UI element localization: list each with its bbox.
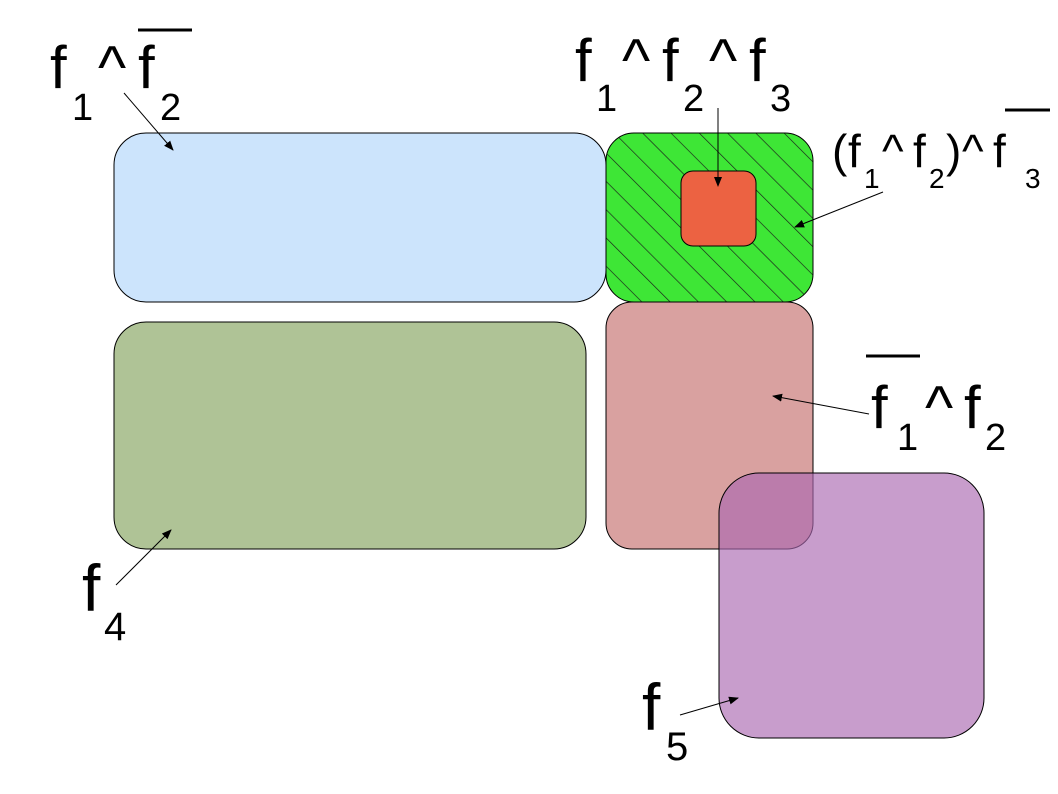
label-base: f [642,670,661,744]
label-paren-close: ) [946,125,961,177]
label-base: f [964,374,981,441]
label-subscript: 3 [1025,163,1041,194]
label-base: f [138,34,155,101]
label-not-f1-and-f2: f 1 ^ f 2 [866,354,1006,459]
label-f1f2-and-not-f3: ( f 1 ^ f 2 ) ^ f 3 [832,108,1050,194]
label-operator: ^ [98,34,126,101]
label-operator: ^ [622,27,650,94]
arrow-f4 [115,529,172,586]
arrow-f1-not-f2 [123,92,174,151]
label-f1-and-f2-and-f3: f 1 ^ f 2 ^ f 3 [575,27,791,120]
label-base: f [993,125,1006,177]
label-subscript: 2 [683,78,704,120]
label-subscript: 1 [864,163,880,194]
label-paren-open: ( [832,125,848,177]
label-subscript: 4 [104,605,126,649]
label-base: f [82,551,101,625]
label-subscript: 2 [929,163,945,194]
label-f1-and-not-f2: f 1 ^ f 2 [50,28,192,129]
label-operator: ^ [882,125,904,177]
arrow-f5 [679,696,739,716]
label-f5: f 5 [642,670,688,769]
label-subscript: 2 [985,417,1006,459]
region-f1-and-not-f2 [113,132,607,303]
label-base: f [749,27,766,94]
label-base: f [575,27,592,94]
label-base: f [848,125,861,177]
region-f5 [718,472,985,739]
label-subscript: 1 [897,417,918,459]
arrow-not-f1-f2 [772,393,870,415]
label-subscript: 1 [72,87,93,129]
label-f4: f 4 [82,551,126,649]
label-operator: ^ [925,374,953,441]
label-base: f [662,27,679,94]
label-base: f [871,374,888,441]
label-subscript: 1 [596,78,617,120]
region-f4 [113,321,587,550]
label-subscript: 3 [770,78,791,120]
arrow-f1f2-not-f3 [794,191,884,228]
label-base: f [50,34,67,101]
label-subscript: 2 [160,87,181,129]
label-operator: ^ [962,125,984,177]
label-operator: ^ [709,27,737,94]
label-subscript: 5 [666,725,688,769]
label-base: f [913,125,926,177]
